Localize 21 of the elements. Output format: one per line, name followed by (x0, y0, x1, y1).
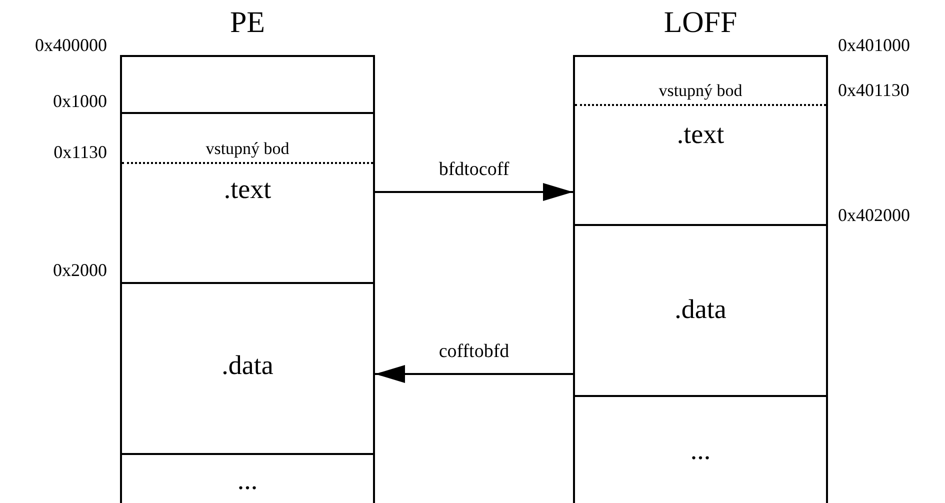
address-label: 0x400000 (35, 36, 107, 54)
address-label: 0x2000 (53, 261, 107, 279)
memory-column (120, 55, 375, 503)
section-label: ... (689, 437, 712, 464)
address-label: 0x401000 (838, 36, 910, 54)
memory-column (573, 55, 828, 503)
address-label: 0x1000 (53, 92, 107, 110)
address-label: 0x402000 (838, 206, 910, 224)
section-label: .text (222, 176, 272, 203)
address-label: 0x1130 (54, 143, 107, 161)
section-label: ... (236, 467, 259, 494)
arrow (375, 365, 573, 383)
section-label: .text (676, 121, 726, 148)
arrow (375, 183, 573, 201)
address-label: 0x401130 (838, 81, 910, 99)
column-title: LOFF (662, 8, 738, 38)
section-label: .data (674, 296, 728, 323)
section-label: .data (220, 352, 274, 379)
entry-point-label: vstupný bod (658, 82, 744, 99)
entry-point-label: vstupný bod (204, 140, 290, 157)
column-title: PE (228, 8, 266, 38)
